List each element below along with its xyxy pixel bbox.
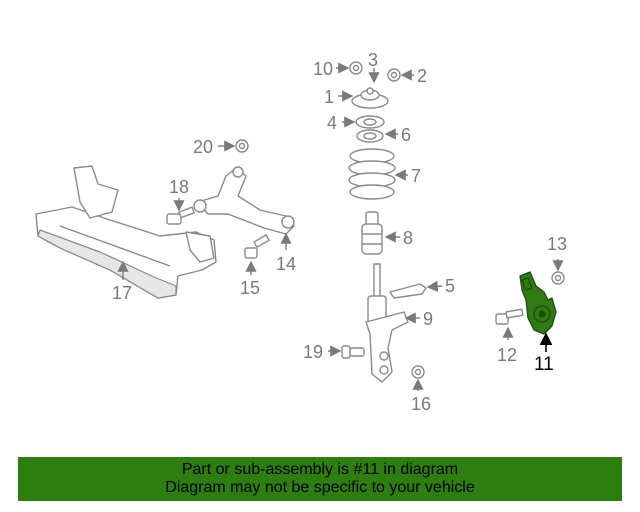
callout-14: 14 (276, 254, 296, 274)
callout-5: 5 (445, 276, 455, 296)
callout-15: 15 (240, 278, 260, 298)
bolt-part-12[interactable] (495, 308, 524, 325)
info-banner: Part or sub-assembly is #11 in diagram D… (18, 457, 622, 501)
callout-7: 7 (411, 166, 421, 186)
steering-knuckle-part[interactable] (519, 271, 557, 335)
strut-mount-part[interactable] (351, 87, 389, 109)
bearing-part[interactable] (355, 115, 385, 143)
nut-part-13[interactable] (551, 271, 565, 285)
callout-13: 13 (547, 234, 567, 254)
coil-spring-part[interactable] (348, 148, 396, 200)
callout-2: 2 (417, 66, 427, 86)
callout-18: 18 (169, 177, 189, 197)
bracket-part[interactable] (389, 283, 427, 299)
nut-part-2[interactable] (387, 68, 401, 82)
bolt-part-15[interactable] (244, 234, 270, 259)
banner-line-2: Diagram may not be specific to your vehi… (165, 479, 475, 496)
callout-17: 17 (112, 283, 132, 303)
callout-1: 1 (324, 87, 334, 107)
callout-20: 20 (193, 137, 213, 157)
bolt-part-18[interactable] (166, 206, 195, 225)
crossmember-part[interactable] (35, 165, 217, 299)
callout-12: 12 (497, 345, 517, 365)
control-arm-part[interactable] (193, 166, 295, 235)
parts-diagram: 17 18 20 14 15 10 3 2 (35, 50, 567, 414)
banner-line-1: Part or sub-assembly is #11 in diagram (181, 461, 459, 478)
callout-16: 16 (411, 394, 431, 414)
callout-3: 3 (368, 50, 378, 70)
callout-19: 19 (303, 342, 323, 362)
callout-9: 9 (423, 309, 433, 329)
nut-part-10[interactable] (349, 61, 363, 75)
callout-4: 4 (327, 113, 337, 133)
callout-6: 6 (401, 125, 411, 145)
nut-part-16[interactable] (411, 365, 425, 379)
callout-11: 11 (534, 354, 554, 375)
strut-part[interactable] (365, 263, 409, 383)
callout-8: 8 (403, 228, 413, 248)
callout-10: 10 (313, 59, 333, 79)
bolt-part-19[interactable] (341, 345, 365, 359)
bump-stop-part[interactable] (361, 211, 383, 255)
nut-part-20[interactable] (235, 139, 249, 153)
